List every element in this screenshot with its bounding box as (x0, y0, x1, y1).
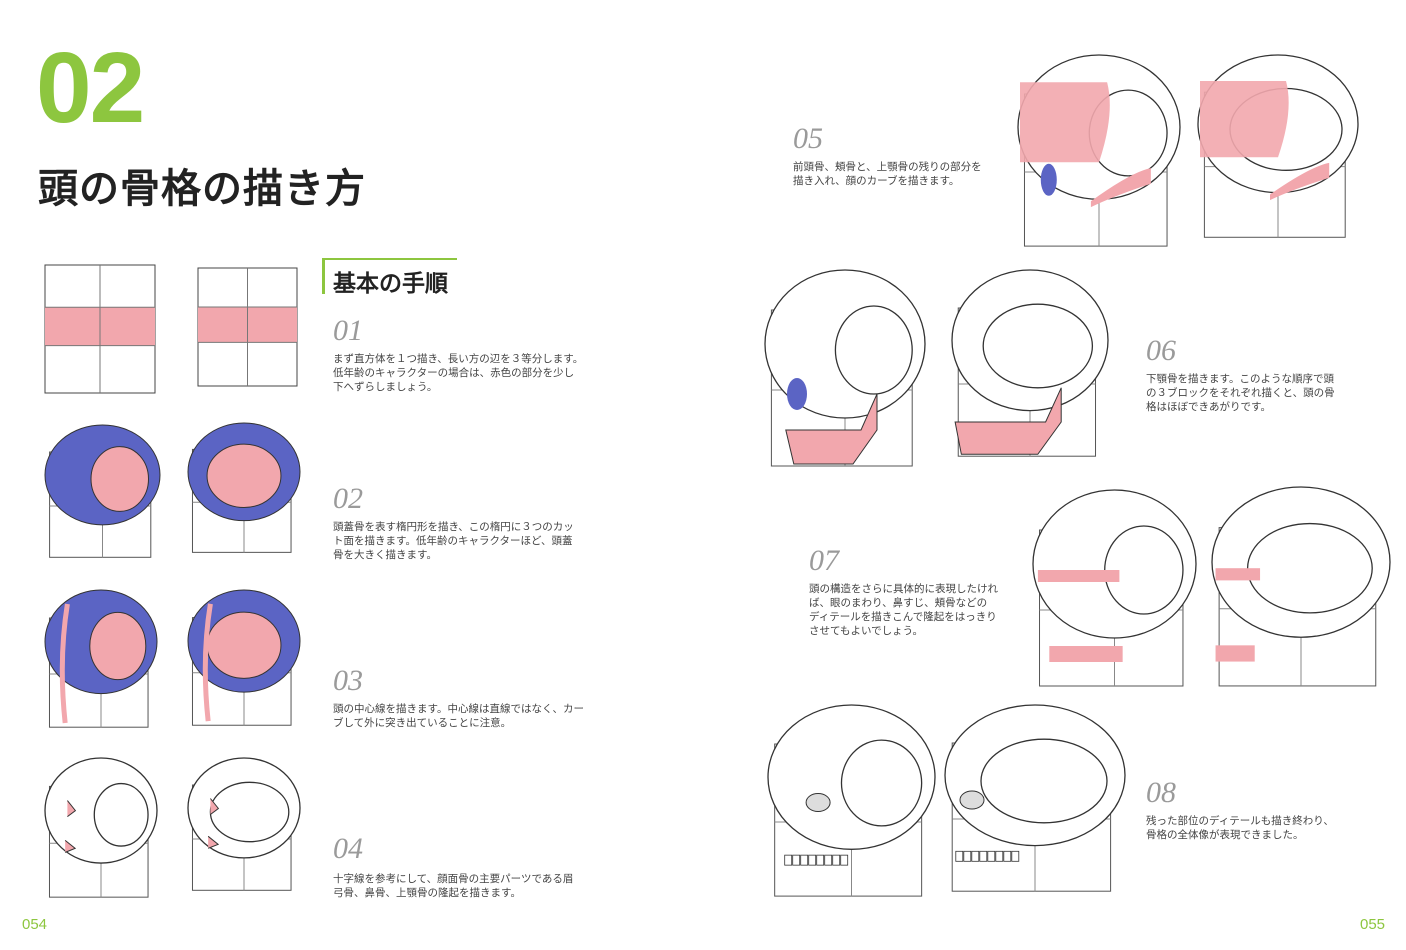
step-text: 頭の中心線を描きます。中心線は直線ではなく、カー ブして外に突き出ていることに注… (333, 703, 584, 729)
page-title: 頭の骨格の描き方 (38, 166, 366, 212)
step-figure-4 (187, 422, 301, 553)
step-text: 十字線を参考にして、顔面骨の主要パーツである眉 弓骨、鼻骨、上顎骨の隆起を描きま… (333, 873, 574, 899)
step-text: 下顎骨を描きます。このような順序で頭 の３ブロックをそれぞれ描くと、頭の骨 格は… (1146, 373, 1335, 413)
step-06: 06 下顎骨を描きます。このような順序で頭 の３ブロックをそれぞれ描くと、頭の骨… (1146, 336, 1335, 414)
step-figure-16 (944, 704, 1126, 892)
step-text: まず直方体を１つ描き、長い方の辺を３等分します。 低年齢のキャラクターの場合は、… (333, 353, 584, 393)
page-number-left: 054 (22, 916, 48, 933)
step-number: 06 (1146, 334, 1176, 367)
step-figure-12 (951, 269, 1109, 457)
step-figure-6 (187, 589, 301, 726)
step-02: 02 頭蓋骨を表す楕円形を描き、この楕円に３つのカッ ト面を描きます。低年齢のキ… (333, 484, 574, 562)
step-08: 08 残った部位のディテールも描き終わり、 骨格の全体像が表現できました。 (1146, 778, 1334, 842)
step-figure-10 (1197, 54, 1359, 238)
step-figure-1 (44, 264, 156, 394)
step-number: 07 (809, 544, 839, 577)
step-figure-8 (187, 757, 301, 891)
step-number: 01 (333, 314, 363, 347)
chapter-number: 02 (36, 32, 145, 144)
step-figure-2 (197, 267, 298, 387)
step-figure-14 (1211, 486, 1391, 687)
step-figure-11 (764, 269, 926, 467)
step-05: 05 前頭骨、頬骨と、上顎骨の残りの部分を 描き入れ、顔のカーブを描きます。 (793, 124, 982, 188)
step-text: 残った部位のディテールも描き終わり、 骨格の全体像が表現できました。 (1146, 815, 1334, 841)
step-figure-15 (767, 704, 936, 897)
step-text: 前頭骨、頬骨と、上顎骨の残りの部分を 描き入れ、顔のカーブを描きます。 (793, 161, 982, 187)
step-figure-13 (1032, 489, 1197, 687)
step-number: 04 (333, 832, 363, 865)
step-figure-3 (44, 424, 161, 558)
page-number-right: 055 (1360, 916, 1386, 933)
section-heading: 基本の手順 (322, 258, 457, 297)
step-number: 03 (333, 664, 363, 697)
step-figure-7 (44, 757, 158, 898)
step-text: 頭蓋骨を表す楕円形を描き、この楕円に３つのカッ ト面を描きます。低年齢のキャラク… (333, 521, 574, 561)
step-number: 05 (793, 122, 823, 155)
step-number: 08 (1146, 776, 1176, 809)
step-03: 03 頭の中心線を描きます。中心線は直線ではなく、カー ブして外に突き出ているこ… (333, 666, 584, 730)
step-figure-5 (44, 589, 158, 728)
step-07: 07 頭の構造をさらに具体的に表現したけれ ば、眼のまわり、鼻すじ、頬骨などの … (809, 546, 998, 638)
step-number: 02 (333, 482, 363, 515)
step-figure-9 (1017, 54, 1181, 247)
step-text: 頭の構造をさらに具体的に表現したけれ ば、眼のまわり、鼻すじ、頬骨などの ディテ… (809, 583, 998, 637)
step-04: 04 十字線を参考にして、顔面骨の主要パーツである眉 弓骨、鼻骨、上顎骨の隆起を… (333, 834, 573, 900)
step-01: 01 まず直方体を１つ描き、長い方の辺を３等分します。 低年齢のキャラクターの場… (333, 316, 583, 394)
